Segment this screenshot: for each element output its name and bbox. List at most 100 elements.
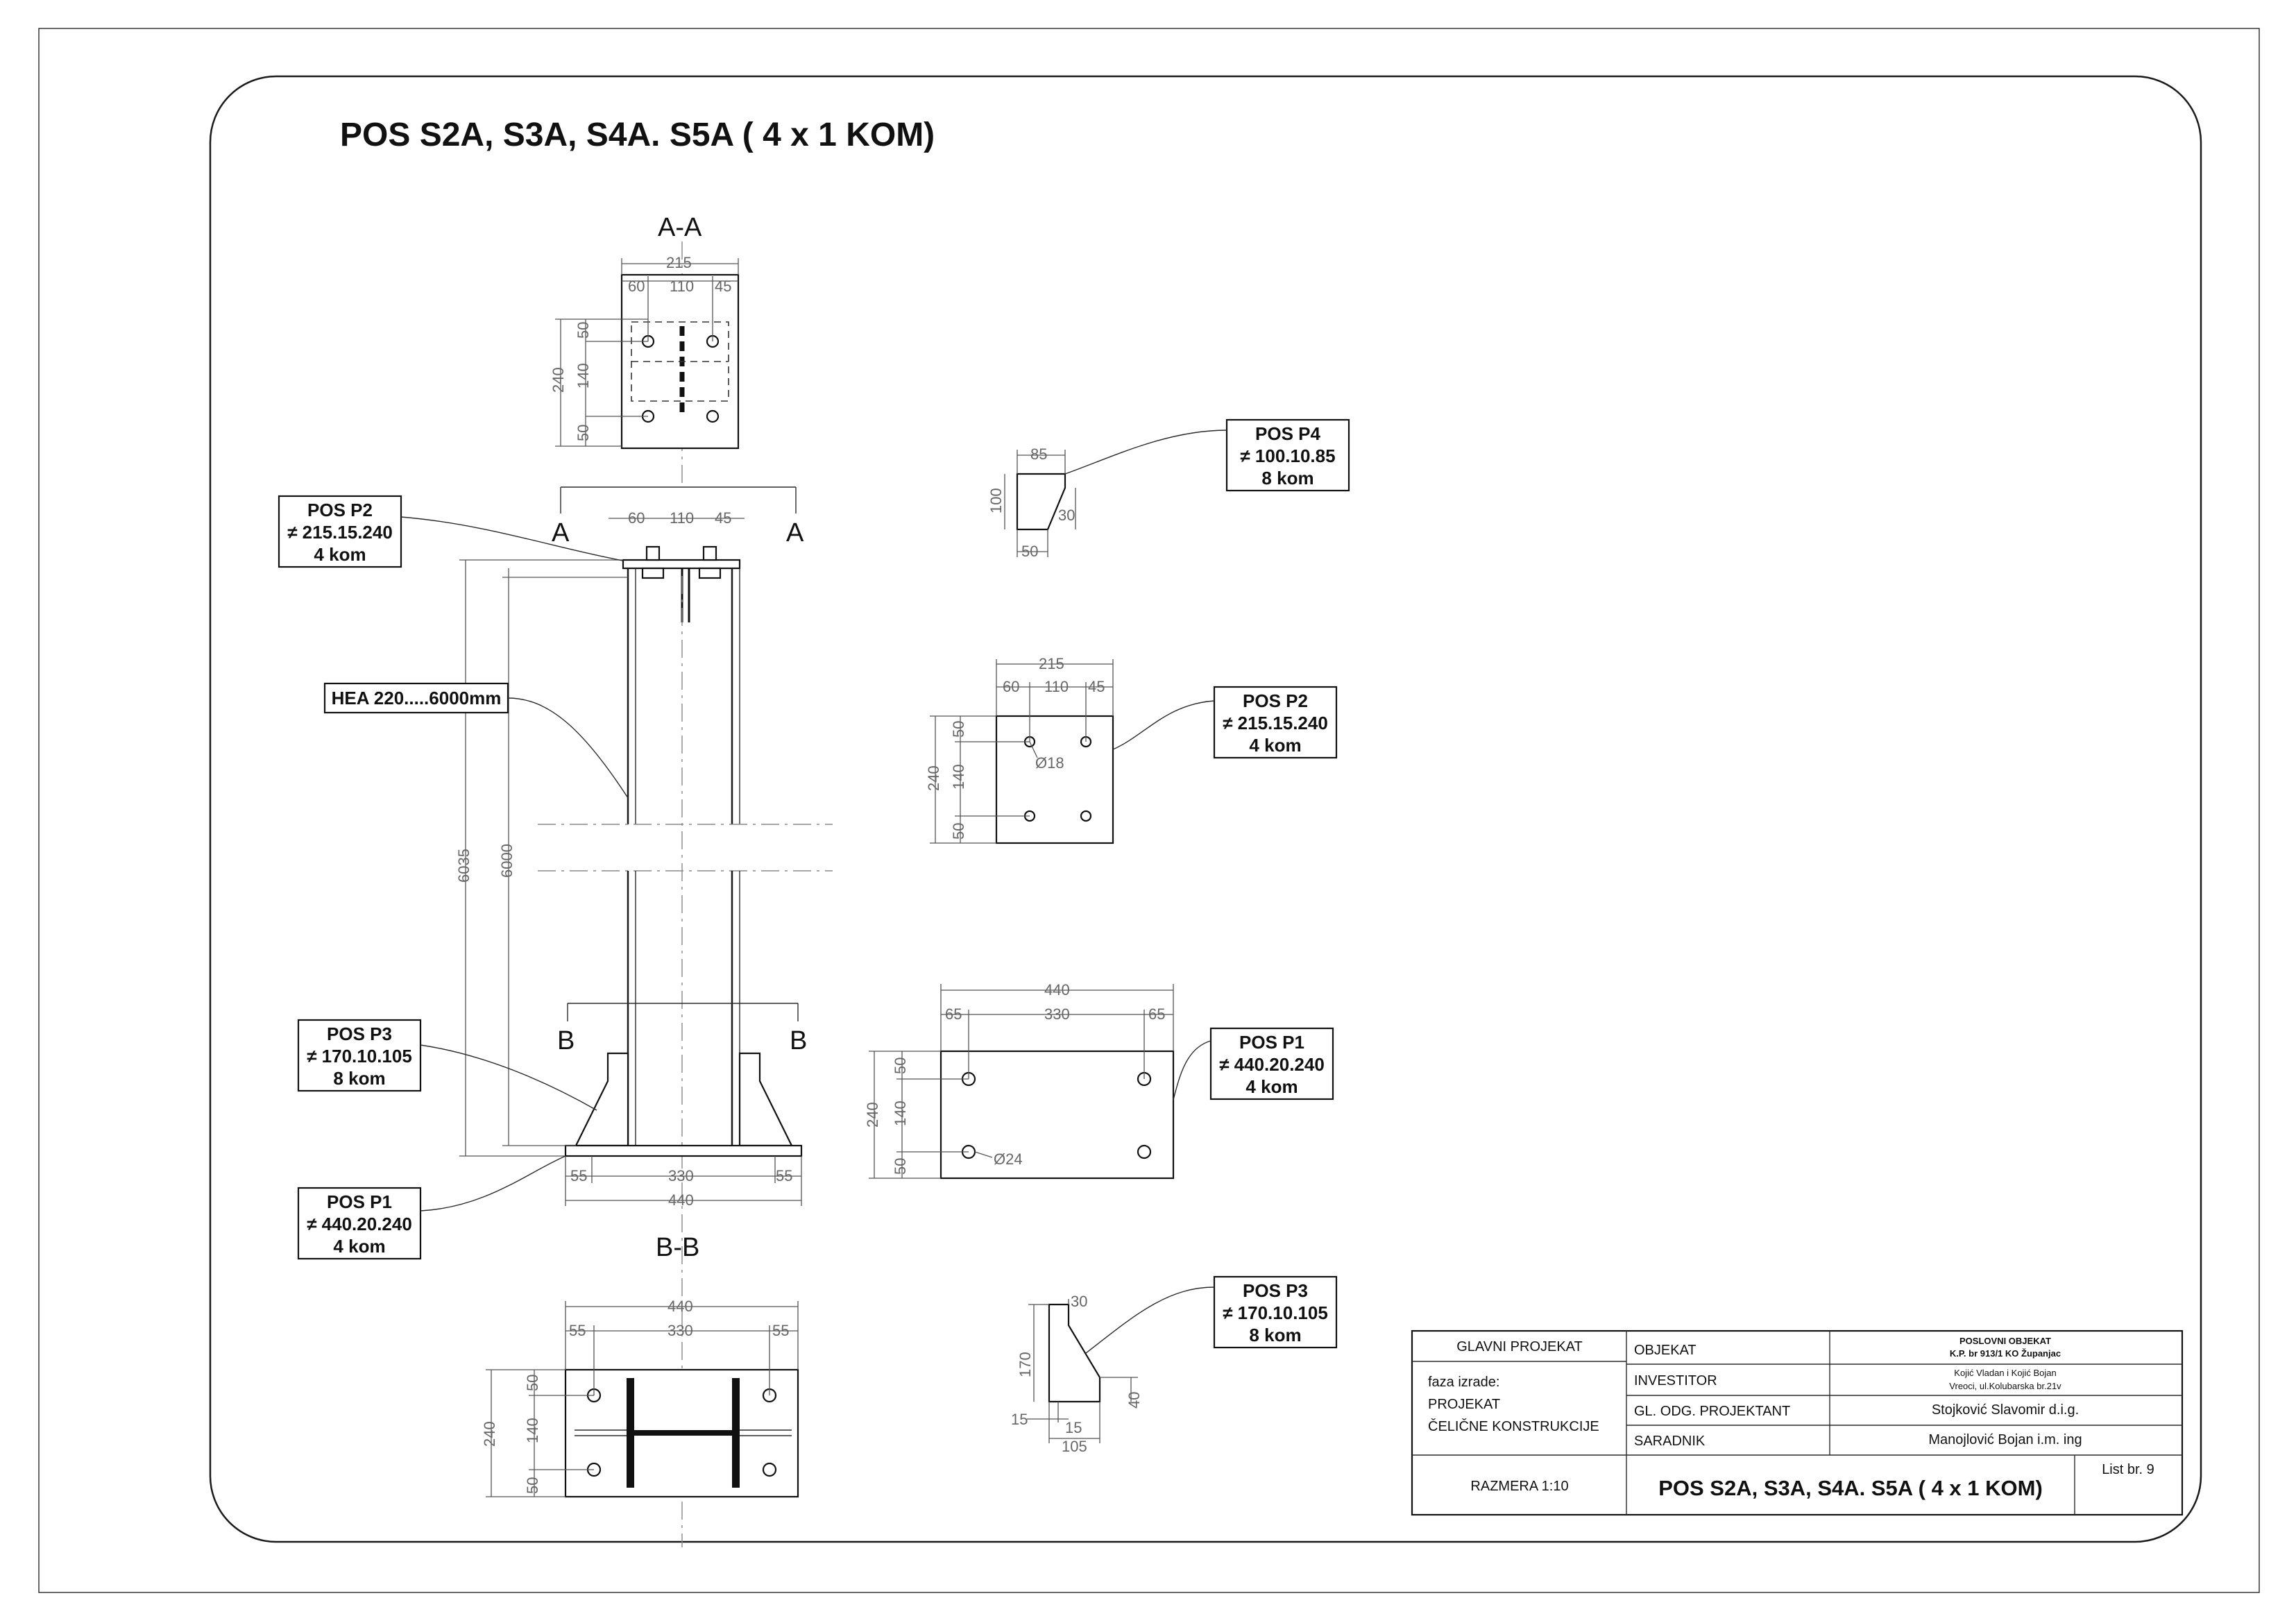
bb-web [634,1430,732,1436]
callout-detail-p2: POS P2 ≠ 215.15.240 4 kom [1112,686,1338,759]
dim-top-w2: 110 [670,509,694,527]
dim-p3-height: 170 [1017,1352,1034,1377]
bb-hole [762,1462,777,1477]
dim-aa-height: 240 [550,367,567,393]
dim-p3-top: 30 [1071,1293,1087,1310]
dim-p2-height: 240 [925,765,942,791]
bolt-icon [645,545,661,561]
inner-frame [209,75,2202,1543]
dim-p1-h3: 50 [892,1158,909,1175]
tb-glavni: GLAVNI PROJEKAT [1456,1339,1583,1354]
tb-investitor-label: INVESTITOR [1634,1373,1717,1388]
dim-aa-h2: 140 [575,363,592,389]
leader-line [1173,1040,1211,1101]
dim-p1-width: 440 [1044,981,1070,999]
callout-line: 4 kom [314,544,366,565]
drawing-title: POS S2A, S3A, S4A. S5A ( 4 x 1 KOM) [340,117,935,153]
callout-box [278,495,402,568]
callout-line: ≠ 440.20.240 [307,1214,412,1234]
dim-bb-h3: 50 [524,1477,541,1494]
bolt-icon [702,545,717,561]
callout-box [297,1187,422,1260]
bolt-nut-icon [698,567,722,579]
dim-bb-w3: 55 [772,1322,789,1339]
detail-p2: Ø18 215 60 110 45 240 50 140 50 [925,655,1114,844]
dim-aa-width: 215 [666,254,692,271]
dim-base-width: 440 [668,1191,694,1209]
cut-marker-b-right: B [790,1026,807,1055]
p2-hole-dia: Ø18 [1035,754,1064,772]
dim-bb-h2: 140 [524,1418,541,1443]
callout-line: 8 kom [1261,468,1313,488]
tb-saradnik-label: SARADNIK [1634,1434,1706,1449]
dim-p2-h3: 50 [950,823,967,840]
callout-line: ≠ 170.10.105 [307,1046,412,1067]
dim-aa-h1: 50 [575,322,592,339]
top-plate [622,559,741,570]
callout-line: POS P2 [307,500,373,520]
detail-p1: Ø24 440 65 330 65 240 50 140 50 [864,981,1175,1180]
callout-line: 4 kom [1249,735,1301,756]
section-bb-title: B-B [656,1233,699,1262]
dim-p1-height: 240 [864,1102,881,1128]
callout-line: POS P3 [327,1023,392,1044]
dim-base-w2: 330 [668,1167,694,1184]
callout-line: ≠ 440.20.240 [1219,1054,1325,1075]
tb-projekat: PROJEKAT [1428,1397,1500,1412]
p2-hole [1080,810,1092,822]
callout-line: POS P1 [1239,1032,1304,1053]
leader-line [420,1155,566,1212]
callout-detail-p1: POS P1 ≠ 440.20.240 4 kom [1173,1027,1334,1101]
dim-p4-side: 30 [1058,507,1075,524]
base-plate [564,1144,803,1157]
dim-column-shaft: 6000 [498,844,516,878]
tb-celicne: ČELIČNE KONSTRUKCIJE [1428,1418,1599,1434]
dim-p2-h2: 140 [950,764,967,790]
section-bb: B-B 440 55 330 55 240 50 140 50 [481,1233,799,1498]
callout-line: 4 kom [1245,1076,1298,1097]
dim-base-w3: 55 [776,1167,792,1184]
leader-line [1064,430,1227,475]
dim-aa-h3: 50 [575,425,592,441]
callout-box [297,1019,422,1092]
dim-p4-bottom: 50 [1021,543,1038,560]
dim-p3-bottom: 105 [1062,1438,1087,1455]
aa-hole [706,409,720,423]
cut-marker-b-left: B [557,1026,575,1055]
dim-leader [1029,741,1038,758]
callout-main-p1: POS P1 ≠ 440.20.240 4 kom [297,1155,566,1260]
p2-plate [995,715,1114,844]
p1-plate [939,1050,1175,1180]
dim-bb-width: 440 [667,1298,693,1315]
title-block: GLAVNI PROJEKAT faza izrade: PROJEKAT ČE… [1411,1329,2184,1516]
p4-shape [1016,473,1066,531]
leader-line [420,1044,597,1111]
dim-aa-w1: 60 [628,278,645,295]
callout-main-p2: POS P2 ≠ 215.15.240 4 kom [278,495,624,568]
dim-base-w1: 55 [570,1167,587,1184]
callout-line: POS P2 [1243,690,1308,711]
dim-top-w1: 60 [628,509,645,527]
dim-aa-w2: 110 [670,278,694,295]
callout-line: 8 kom [1249,1325,1301,1345]
dim-leader [974,1151,993,1158]
dim-p4-top: 85 [1030,445,1047,463]
callout-line: HEA 220.....6000mm [332,688,502,708]
callout-detail-p3: POS P3 ≠ 170.10.105 8 kom [1085,1275,1338,1354]
cut-marker-a-right: A [786,518,804,547]
leader-line [1112,700,1215,750]
dim-top-w3: 45 [715,509,731,527]
base-stiffener-right [738,1052,793,1147]
dim-bb-height: 240 [481,1421,498,1447]
callout-line: ≠ 100.10.85 [1240,445,1335,466]
outer-frame [38,28,2260,1593]
dim-p2-w1: 60 [1003,678,1019,695]
tb-razmera: RAZMERA 1:10 [1470,1479,1568,1494]
dim-p3-side: 40 [1125,1392,1143,1409]
dim-p1-w3: 65 [1148,1005,1165,1023]
dim-p4-height: 100 [987,488,1005,513]
callout-hea: HEA 220.....6000mm [323,682,629,799]
p3-shape [1048,1303,1101,1403]
tb-objekat-value-1: POSLOVNI OBJEKAT [1959,1336,2051,1346]
callout-line: POS P1 [327,1191,392,1212]
